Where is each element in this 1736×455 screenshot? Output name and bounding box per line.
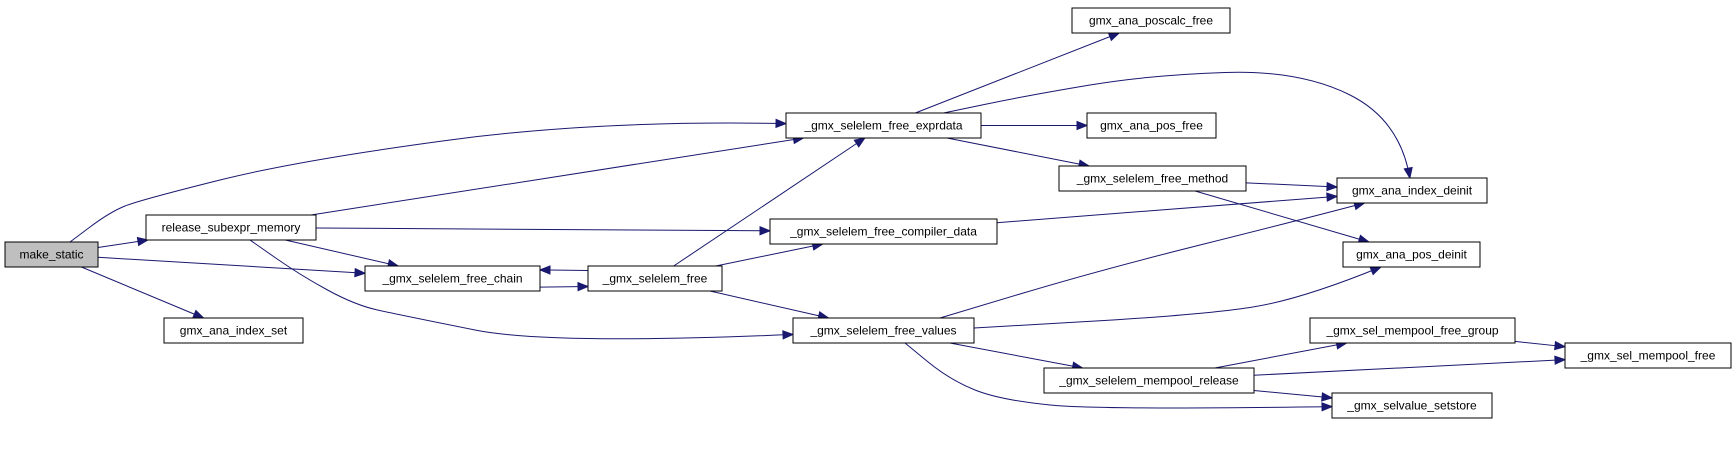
edge-release_subexpr_memory-to-_gmx_selelem_free_exprdata	[310, 134, 805, 216]
node-gmx-sel-mempool-free[interactable]: _gmx_sel_mempool_free	[1564, 342, 1732, 369]
node-label: gmx_ana_poscalc_free	[1089, 14, 1213, 28]
node-box	[1058, 165, 1247, 192]
edge-_gmx_selelem_free-to-_gmx_selelem_free_exprdata	[673, 137, 866, 267]
node-gmx-sel-mempool-free-group[interactable]: _gmx_sel_mempool_free_group	[1309, 317, 1516, 344]
node-make-static: make_static	[4, 241, 99, 268]
node-box	[1336, 177, 1488, 204]
node-gmx-selelem-free-compiler-data[interactable]: _gmx_selelem_free_compiler_data	[769, 218, 998, 245]
edge-_gmx_selelem_free_exprdata-to-gmx_ana_pos_free	[981, 120, 1089, 131]
node-box	[145, 214, 317, 241]
edge-release_subexpr_memory-to-_gmx_selelem_free_values	[248, 239, 795, 340]
edge-_gmx_selelem_free_values-to-_gmx_selvalue_setstore	[904, 342, 1334, 412]
node-release-subexpr-memory[interactable]: release_subexpr_memory	[145, 214, 317, 241]
node-box	[364, 265, 541, 292]
edge-_gmx_selelem_free-to-_gmx_selelem_free_values	[709, 290, 830, 321]
node-box	[163, 317, 304, 344]
edge-_gmx_sel_mempool_free_group-to-_gmx_sel_mempool_free	[1514, 340, 1567, 351]
edge-make_static-to-release_subexpr_memory	[97, 236, 150, 249]
edge-release_subexpr_memory-to-_gmx_selelem_free_chain	[285, 239, 400, 269]
node-label: gmx_ana_index_deinit	[1352, 184, 1473, 198]
node-box	[1564, 342, 1732, 369]
edge-_gmx_selelem_free_chain-to-_gmx_selelem_free	[539, 281, 590, 292]
edge-_gmx_selelem_free-to-_gmx_selelem_free_compiler_data	[715, 241, 825, 267]
node-gmx-selelem-mempool-release[interactable]: _gmx_selelem_mempool_release	[1043, 367, 1255, 394]
node-label: _gmx_sel_mempool_free_group	[1325, 324, 1498, 338]
node-gmx-ana-poscalc-free[interactable]: gmx_ana_poscalc_free	[1071, 7, 1231, 34]
edge-_gmx_selelem_free_method-to-gmx_ana_index_deinit	[1245, 181, 1339, 192]
node-box	[4, 241, 99, 268]
node-gmx-selelem-free-exprdata[interactable]: _gmx_selelem_free_exprdata	[785, 112, 982, 139]
node-box	[769, 218, 998, 245]
node-label: make_static	[19, 248, 83, 262]
node-label: release_subexpr_memory	[162, 221, 301, 235]
node-gmx-selelem-free-method[interactable]: _gmx_selelem_free_method	[1058, 165, 1247, 192]
node-box	[1086, 112, 1217, 139]
node-label: _gmx_selelem_free_exprdata	[803, 119, 962, 133]
node-label: _gmx_selvalue_setstore	[1346, 399, 1477, 413]
node-label: _gmx_selelem_mempool_release	[1058, 374, 1239, 388]
node-label: _gmx_selelem_free_method	[1076, 172, 1228, 186]
edge-_gmx_selelem_free_exprdata-to-_gmx_selelem_free_method	[946, 137, 1091, 169]
edge-make_static-to-_gmx_selelem_free_chain	[97, 256, 367, 278]
node-gmx-ana-index-deinit[interactable]: gmx_ana_index_deinit	[1336, 177, 1488, 204]
edge-make_static-to-_gmx_selelem_free_exprdata	[69, 118, 788, 244]
node-label: _gmx_selelem_free_chain	[381, 272, 522, 286]
edge-_gmx_selelem_free_compiler_data-to-gmx_ana_index_deinit	[996, 192, 1339, 224]
node-gmx-ana-pos-free[interactable]: gmx_ana_pos_free	[1086, 112, 1217, 139]
edge-make_static-to-gmx_ana_index_set	[81, 266, 205, 319]
edge-_gmx_selelem_free_values-to-gmx_ana_index_deinit	[939, 201, 1366, 319]
edge-release_subexpr_memory-to-_gmx_selelem_free_compiler_data	[315, 226, 772, 236]
node-box	[587, 265, 723, 292]
edge-_gmx_selelem_mempool_release-to-_gmx_sel_mempool_free_group	[1214, 340, 1348, 369]
edge-_gmx_selelem_free-to-_gmx_selelem_free_chain	[538, 265, 589, 275]
node-box	[1331, 392, 1493, 419]
edge-_gmx_selelem_free_exprdata-to-gmx_ana_poscalc_free	[915, 32, 1121, 114]
node-label: _gmx_sel_mempool_free	[1580, 349, 1716, 363]
node-label: gmx_ana_pos_free	[1100, 119, 1203, 133]
edge-_gmx_selelem_mempool_release-to-_gmx_selvalue_setstore	[1253, 389, 1334, 402]
node-gmx-ana-pos-deinit[interactable]: gmx_ana_pos_deinit	[1342, 241, 1481, 268]
node-box	[1071, 7, 1231, 34]
node-label: gmx_ana_pos_deinit	[1356, 248, 1467, 262]
node-gmx-selelem-free[interactable]: _gmx_selelem_free	[587, 265, 723, 292]
node-gmx-ana-index-set[interactable]: gmx_ana_index_set	[163, 317, 304, 344]
edge-_gmx_selelem_free_values-to-_gmx_selelem_mempool_release	[949, 342, 1084, 371]
edge-_gmx_selelem_free_exprdata-to-gmx_ana_index_deinit	[943, 71, 1413, 180]
node-gmx-selelem-free-chain[interactable]: _gmx_selelem_free_chain	[364, 265, 541, 292]
function-nodes: make_static release_subexpr_memory gmx_ana…	[4, 7, 1732, 419]
node-box	[1309, 317, 1516, 344]
node-gmx-selelem-free-values[interactable]: _gmx_selelem_free_values	[792, 317, 975, 344]
node-box	[785, 112, 982, 139]
node-box	[792, 317, 975, 344]
node-box	[1342, 241, 1481, 268]
node-box	[1043, 367, 1255, 394]
node-label: _gmx_selelem_free_values	[809, 324, 956, 338]
node-label: gmx_ana_index_set	[180, 324, 288, 338]
node-label: _gmx_selelem_free	[602, 272, 708, 286]
node-label: _gmx_selelem_free_compiler_data	[789, 225, 977, 239]
node-gmx-selvalue-setstore[interactable]: _gmx_selvalue_setstore	[1331, 392, 1493, 419]
edge-_gmx_selelem_mempool_release-to-_gmx_sel_mempool_free	[1253, 355, 1567, 376]
